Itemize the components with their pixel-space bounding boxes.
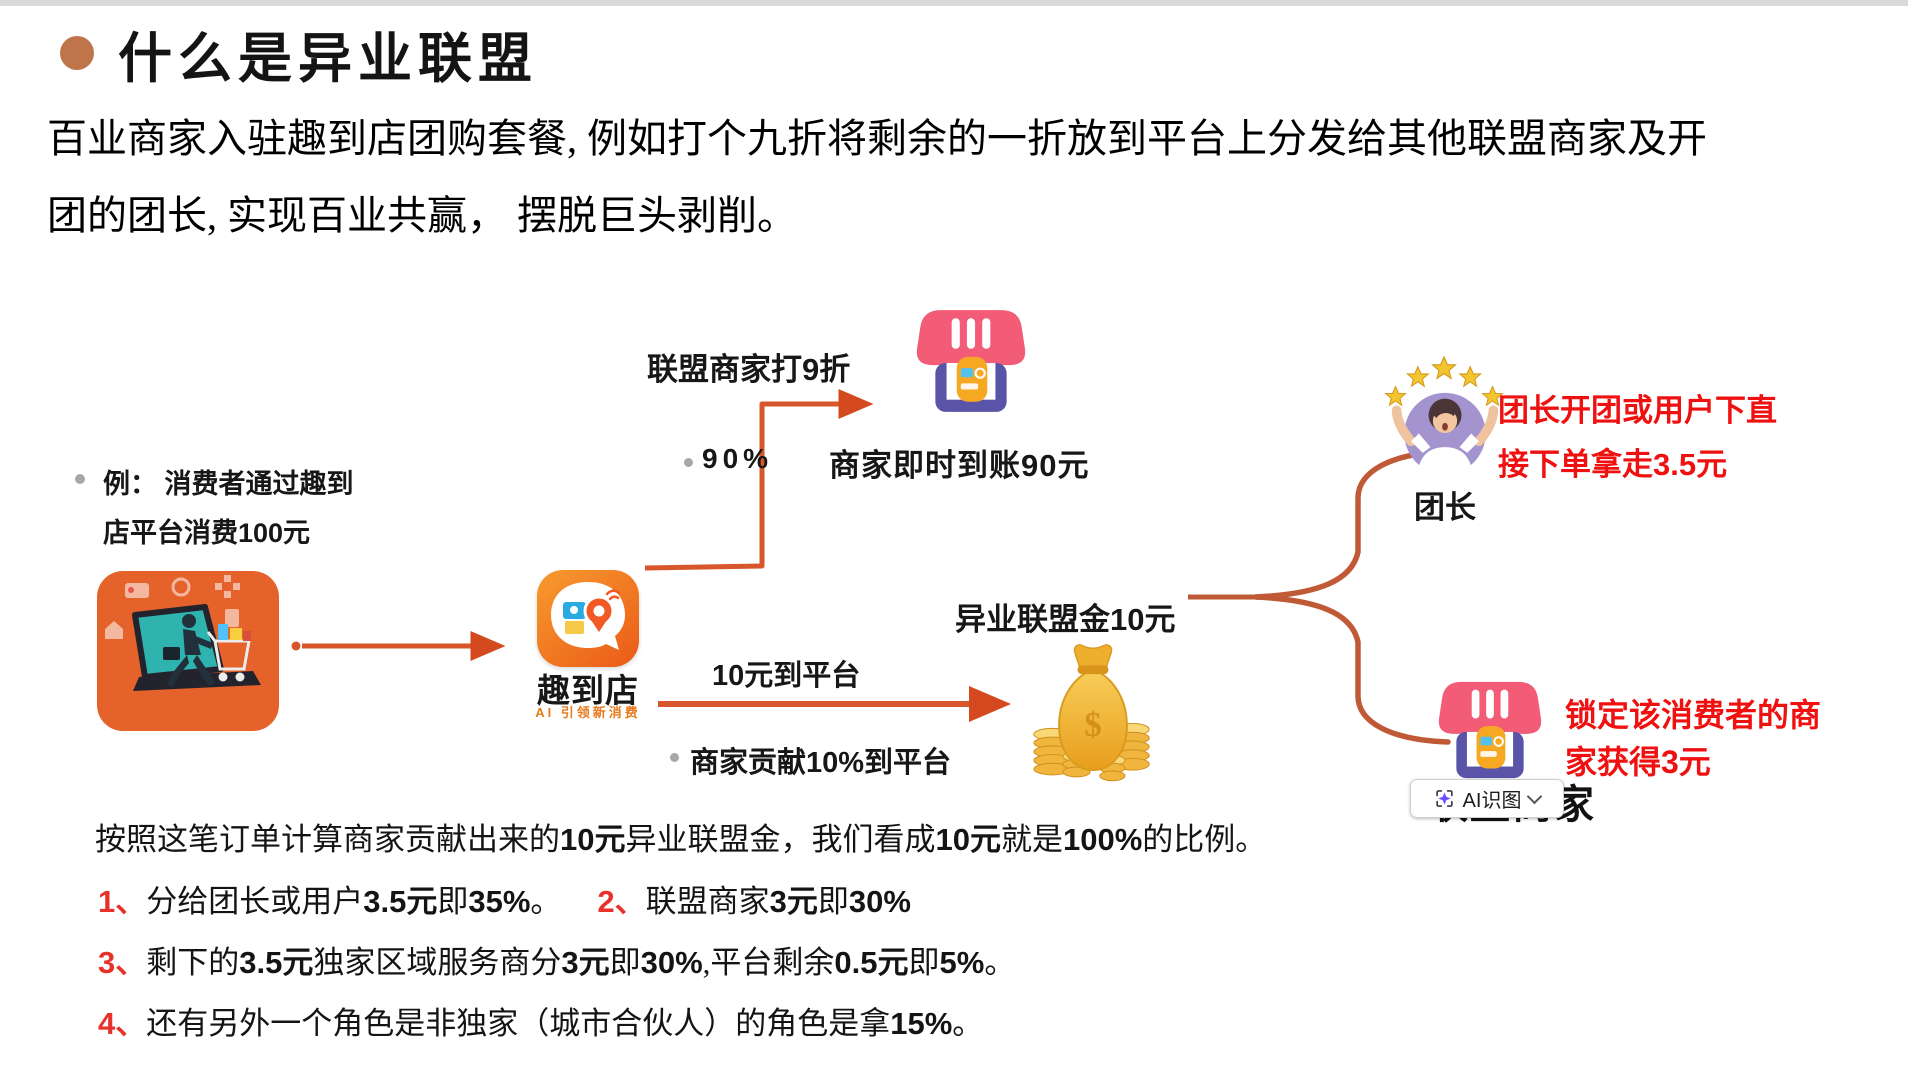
note-summary: 按照这笔订单计算商家贡献出来的10元异业联盟金，我们看成10元就是100%的比例… [95, 822, 1267, 857]
example-bullet-icon [75, 474, 85, 484]
ai-recognize-button[interactable]: AI识图 [1410, 779, 1564, 818]
alliance-pool-label: 异业联盟金10元 [955, 602, 1176, 637]
top-branch-label: 联盟商家打9折 [647, 352, 851, 387]
sparkle-in-brackets-icon [1435, 790, 1453, 807]
app-name: 趣到店 [537, 672, 639, 709]
arrow-app-to-store [644, 389, 874, 571]
ai-button-label: AI识图 [1462, 790, 1522, 812]
qudaodian-app-icon [537, 570, 639, 667]
svg-text:$: $ [1084, 705, 1101, 744]
app-slogan: AI 引领新消费 [535, 705, 641, 720]
example-label: 例： 消费者通过趣到 店平台消费100元 [103, 469, 354, 548]
page-title: 什么是异业联盟 [118, 29, 538, 89]
alliance-store-icon-top [915, 308, 1027, 419]
note-item-4: 4、还有另外一个角色是非独家（城市合伙人）的角色是拿15%。 [98, 1006, 984, 1041]
middle-branch-note: 商家贡献10%到平台 [690, 747, 952, 779]
leader-label: 团长 [1414, 490, 1476, 525]
chevron-down-icon[interactable] [1527, 788, 1543, 804]
top-branch-result: 商家即时到账90元 [829, 448, 1090, 483]
note-item-3: 3、剩下的3.5元独家区域服务商分3元即30%,平台剩余0.5元即5%。 [98, 945, 1016, 980]
merchant-note: 锁定该消费者的商 家获得3元 [1565, 697, 1822, 780]
arrow-tail-dot [291, 641, 301, 651]
percent-bullet-icon [684, 458, 693, 467]
man-shopping-cart-laptop-icon [105, 575, 261, 691]
money-bag-icon: $ [1030, 634, 1156, 789]
top-branch-percent: 90% [702, 443, 774, 474]
leader-avatar [1382, 356, 1508, 487]
title-bullet-icon [60, 36, 94, 70]
alliance-store-icon-bottom [1437, 680, 1543, 785]
contribution-bullet-icon [670, 753, 679, 762]
app-logo-graphic [551, 582, 625, 650]
brace-to-merchant [1253, 594, 1451, 745]
middle-branch-label: 10元到平台 [712, 660, 861, 692]
consumer-shopping-illustration [97, 571, 279, 731]
intro-paragraph: 百业商家入驻趣到店团购套餐, 例如打个九折将剩余的一折放到平台上分发给其他联盟商… [47, 116, 1707, 238]
note-item-1-2: 1、分给团长或用户3.5元即35%。2、联盟商家3元即30% [98, 884, 911, 919]
window-top-strip [0, 0, 1908, 6]
leader-note: 团长开团或用户下直 接下单拿走3.5元 [1498, 393, 1777, 482]
